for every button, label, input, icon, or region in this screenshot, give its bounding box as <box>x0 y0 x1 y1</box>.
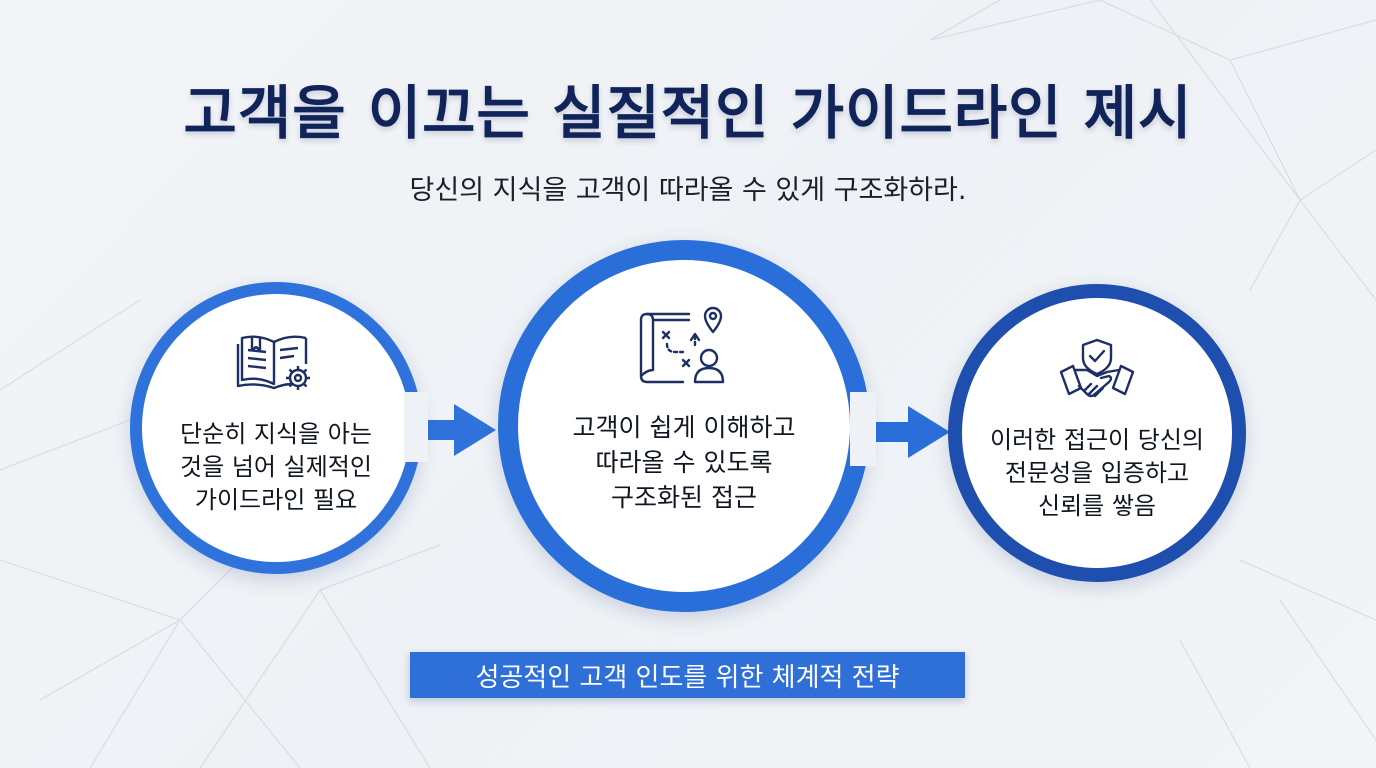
step-1-line-2: 것을 넘어 실제적인 <box>180 453 372 481</box>
step-3-line-1: 이러한 접근이 당신의 <box>990 426 1204 454</box>
step-1-line-1: 단순히 지식을 아는 <box>180 420 372 448</box>
step-2-line-3: 구조화된 접근 <box>611 483 757 512</box>
step-circle-1: 단순히 지식을 아는 것을 넘어 실제적인 가이드라인 필요 <box>130 282 422 574</box>
step-2-text: 고객이 쉽게 이해하고 따라올 수 있도록 구조화된 접근 <box>539 410 829 515</box>
step-2-line-2: 따라올 수 있도록 <box>595 448 773 477</box>
shield-handshake-icon <box>1059 338 1135 398</box>
step-3-text: 이러한 접근이 당신의 전문성을 입증하고 신뢰를 쌓음 <box>967 424 1227 523</box>
page-subtitle: 당신의 지식을 고객이 따라올 수 있게 구조화하라. <box>409 175 967 206</box>
step-3-line-2: 전문성을 입증하고 <box>1004 459 1190 487</box>
step-circle-3: 이러한 접근이 당신의 전문성을 입증하고 신뢰를 쌓음 <box>948 284 1246 582</box>
ring-gap-decoration <box>850 392 876 466</box>
book-gear-icon <box>236 335 310 390</box>
step-3-line-3: 신뢰를 쌓음 <box>1037 492 1157 520</box>
step-1-line-3: 가이드라인 필요 <box>194 486 358 514</box>
footer-label: 성공적인 고객 인도를 위한 체계적 전략 <box>410 652 965 698</box>
ring-gap-decoration <box>404 392 428 462</box>
arrow-right-icon <box>846 406 950 458</box>
step-circle-2: 고객이 쉽게 이해하고 따라올 수 있도록 구조화된 접근 <box>498 240 870 612</box>
page-title: 고객을 이끄는 실질적인 가이드라인 제시 <box>183 79 1193 147</box>
step-2-line-1: 고객이 쉽게 이해하고 <box>572 413 796 442</box>
step-1-text: 단순히 지식을 아는 것을 넘어 실제적인 가이드라인 필요 <box>156 418 396 517</box>
map-route-person-icon <box>639 306 725 384</box>
arrow-right-icon <box>392 404 496 456</box>
